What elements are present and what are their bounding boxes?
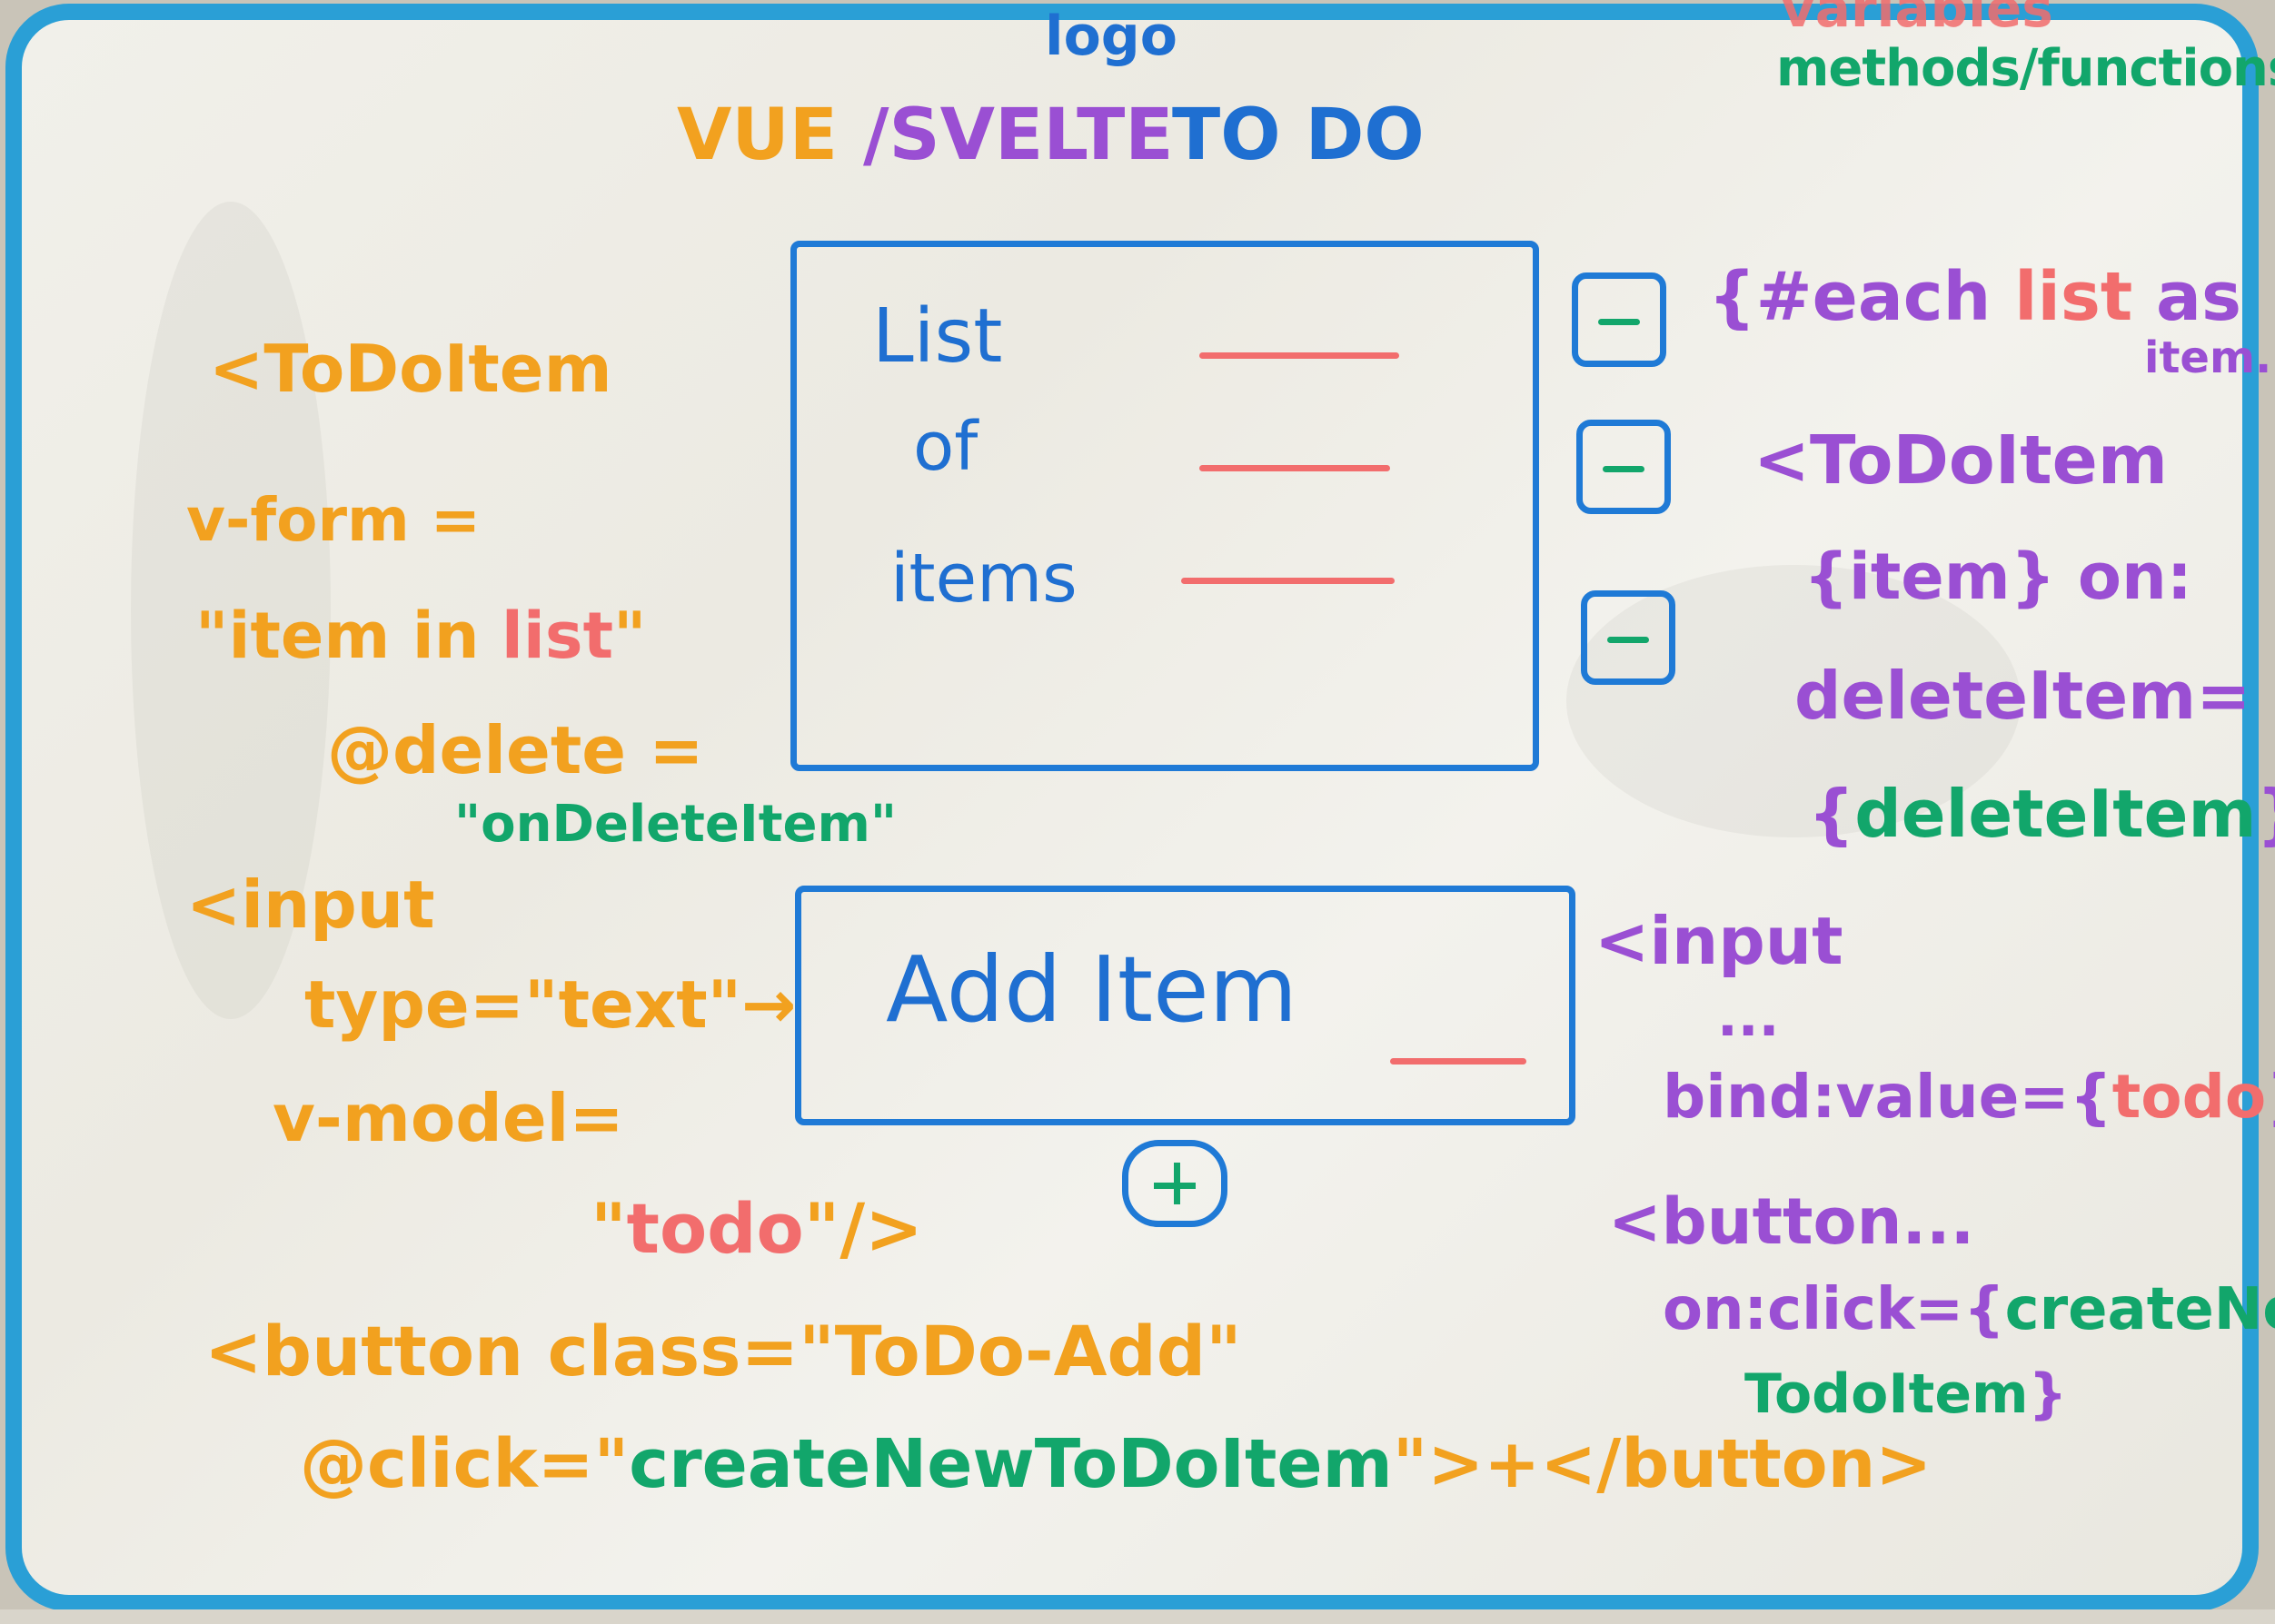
title-vue: VUE <box>677 94 838 176</box>
add-input-sketch-box <box>795 886 1575 1125</box>
vue-todoitem-tag: <ToDoItem <box>209 331 612 407</box>
list-sketch-box <box>790 241 1539 771</box>
title-todo: TO DO <box>1172 94 1425 176</box>
svelte-todoitem-tag: <ToDoItem <box>1753 421 2168 500</box>
vue-delete-event: @delete = <box>327 712 704 788</box>
vue-input-type: type="text"→ <box>304 966 797 1043</box>
smudge <box>1566 565 2021 837</box>
svelte-input-ellipsis: ... <box>1717 985 1780 1049</box>
input-cursor-line <box>1390 1058 1526 1065</box>
list-item-line <box>1199 465 1390 471</box>
svelte-button-tag: <button... <box>1608 1184 1975 1259</box>
delete-button-sketch <box>1576 420 1671 514</box>
title-svelte: /SVELTE <box>863 94 1174 176</box>
vue-input-tag: <input <box>186 866 435 943</box>
vue-todo-model: "todo"/> <box>591 1188 923 1269</box>
vue-v-for: v-form = <box>186 485 482 555</box>
logo-label: logo <box>1045 5 1177 68</box>
legend-variables: variables <box>1781 0 2053 39</box>
of-word: of <box>913 408 979 486</box>
svelte-on-click: on:click={createNew <box>1663 1276 2275 1343</box>
vue-click-handler: @click="createNewToDoItem">+</button> <box>300 1425 1932 1503</box>
vue-item-in-list: "item in list" <box>195 599 647 673</box>
svelte-delete-value: {deleteItem} <box>1808 776 2275 852</box>
svelte-input-tag: <input <box>1594 903 1843 979</box>
list-item-line <box>1181 578 1395 584</box>
list-word: List <box>872 293 1003 380</box>
legend-methods: methods/functions <box>1776 39 2275 98</box>
vue-on-delete-item: "onDeleteItem" <box>454 795 898 854</box>
svelte-item-on: {item} on: <box>1803 540 2192 614</box>
smudge <box>131 202 331 1019</box>
whiteboard-frame <box>5 4 2259 1611</box>
add-button-sketch <box>1122 1140 1227 1227</box>
svelte-bind-value: bind:value={todo}/> <box>1663 1062 2275 1132</box>
add-item-placeholder: Add Item <box>886 936 1298 1043</box>
items-word: items <box>890 540 1078 618</box>
svelte-each-item: item... <box>2144 332 2275 383</box>
vue-button-tag: <button class="ToDo-Add" <box>204 1311 1242 1391</box>
delete-button-sketch <box>1581 590 1675 685</box>
svelte-delete-prop: deleteItem= <box>1794 658 2251 734</box>
bottom-edge <box>0 1609 2275 1624</box>
svelte-each-block: {#each list as <box>1708 258 2242 336</box>
list-item-line <box>1199 352 1399 359</box>
svelte-click-handler-cont: TodoItem} <box>1744 1362 2068 1426</box>
delete-button-sketch <box>1572 272 1666 367</box>
vue-v-model: v-model= <box>273 1080 624 1156</box>
